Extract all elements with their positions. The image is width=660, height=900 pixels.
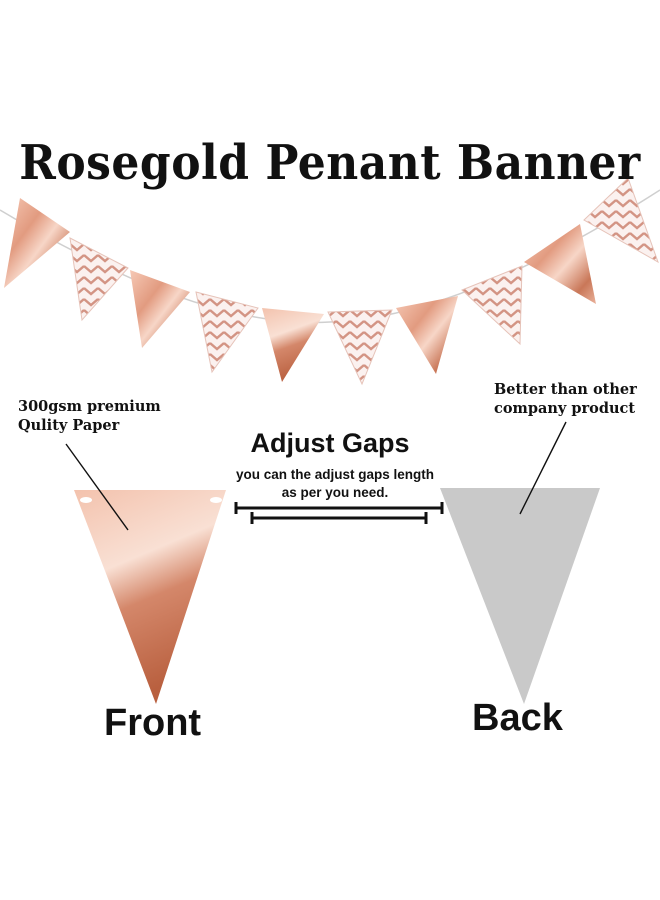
gap-bar-short <box>250 512 428 524</box>
quality-pointer-line <box>519 421 567 515</box>
back-label: Back <box>472 697 563 739</box>
pennant-10 <box>583 177 659 264</box>
page-title: Rosegold Penant Banner <box>19 135 641 192</box>
pennant-2 <box>69 237 129 322</box>
pennant-7 <box>396 296 458 374</box>
back-pennant <box>440 488 600 704</box>
adjust-gaps-line1: you can the adjust gaps length <box>235 467 435 482</box>
front-label: Front <box>104 702 202 744</box>
pennant-1 <box>4 198 70 288</box>
gap-bar-long <box>234 502 444 514</box>
pennant-6 <box>327 309 393 386</box>
pennant-8 <box>461 265 523 346</box>
pennant-9 <box>524 224 596 304</box>
better-note-line1: Better than other <box>494 381 637 398</box>
adjust-gaps-line2: as per you need. <box>281 485 389 500</box>
paper-quality-note: 300gsm premium Qulity Paper <box>18 397 161 435</box>
better-note-line2: company product <box>494 400 636 417</box>
pennant-5 <box>262 308 324 382</box>
paper-note-line1: 300gsm premium <box>18 398 161 415</box>
front-pennant <box>74 490 226 704</box>
paper-pointer-line <box>65 443 129 531</box>
paper-note-line2: Qulity Paper <box>18 417 120 434</box>
pennant-3 <box>130 270 190 348</box>
better-product-note: Better than other company product <box>494 380 637 418</box>
adjust-gaps-heading: Adjust Gaps <box>250 428 410 458</box>
pennant-4 <box>195 291 259 374</box>
adjust-gaps-description: you can the adjust gaps length as per yo… <box>200 466 470 502</box>
